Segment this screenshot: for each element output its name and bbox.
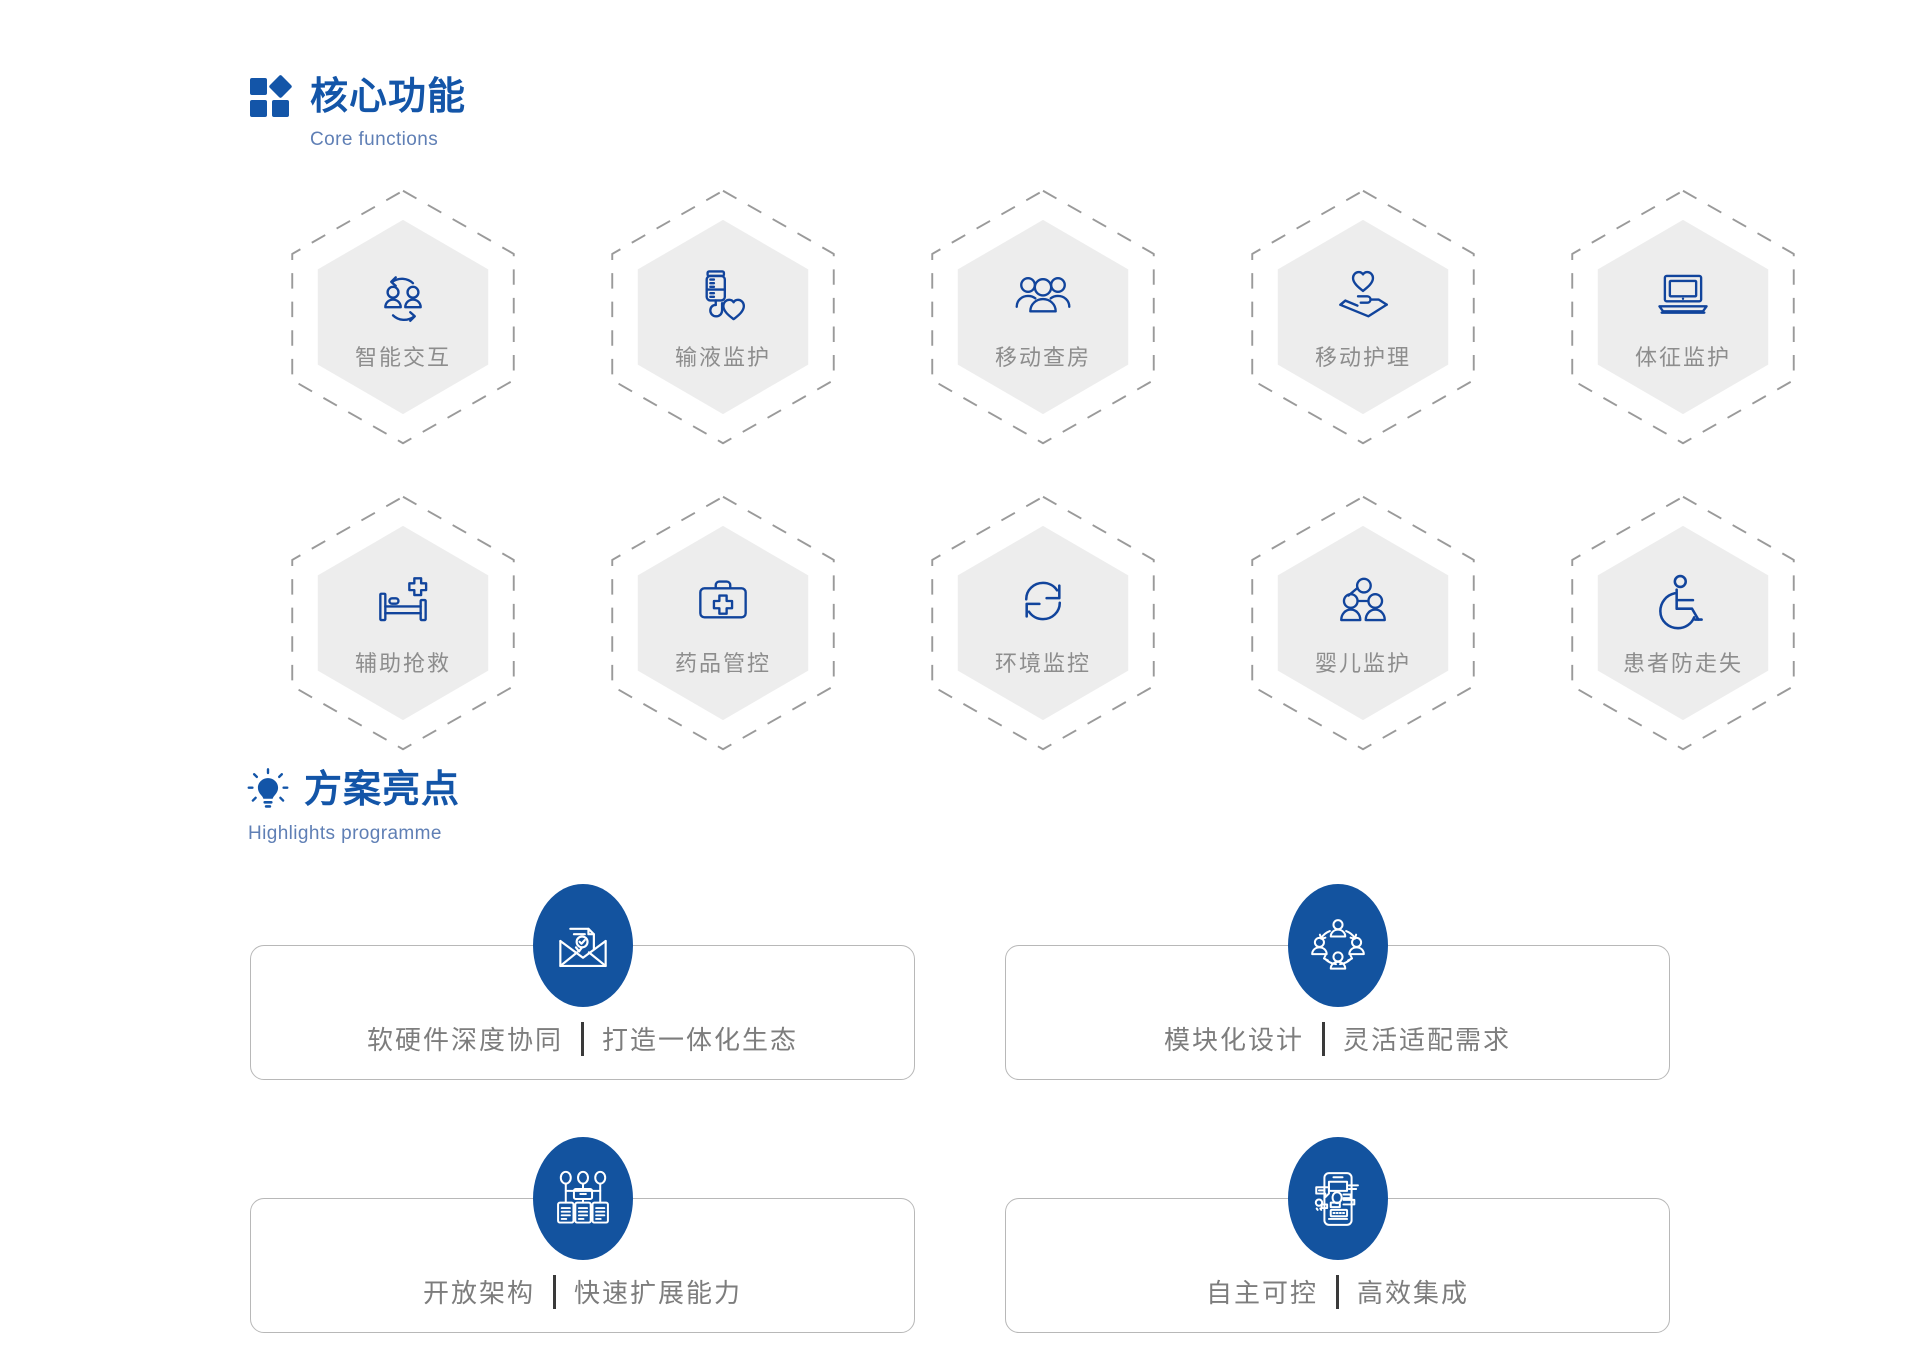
hospital-bed-cross-icon	[372, 572, 434, 630]
feature-hex-drug-control[interactable]: 药品管控	[563, 484, 883, 762]
feature-hex-infant-monitoring[interactable]: 婴儿监护	[1203, 484, 1523, 762]
core-functions-title: 核心功能	[310, 76, 467, 118]
iv-drip-heart-icon	[692, 266, 754, 324]
highlight-badge	[532, 1137, 633, 1260]
core-features-row-1: 智能交互 输液监护 移动查房	[243, 178, 1723, 456]
highlight-text-left: 软硬件深度协同	[366, 1025, 563, 1055]
highlight-card-autonomous-control[interactable]: 自主可控 高效集成	[1005, 1137, 1670, 1333]
highlight-text-right: 打造一体化生态	[602, 1025, 799, 1055]
feature-label: 药品管控	[674, 651, 771, 676]
collaboration-network-icon	[1309, 917, 1367, 975]
core-features-grid: 智能交互 输液监护 移动查房	[243, 178, 1723, 762]
heading-title-row: 方案亮点	[246, 768, 460, 812]
feature-label: 婴儿监护	[1314, 651, 1411, 676]
feature-label: 体征监护	[1634, 345, 1731, 370]
highlight-card-hardware-software-synergy[interactable]: 软硬件深度协同 打造一体化生态	[250, 884, 915, 1080]
feature-hex-intelligent-interaction[interactable]: 智能交互	[243, 178, 563, 456]
feature-hex-patient-wander-prevention[interactable]: 患者防走失	[1523, 484, 1843, 762]
text-divider	[553, 1274, 556, 1309]
lightbulb-icon	[246, 768, 290, 812]
highlight-text-right: 快速扩展能力	[574, 1278, 743, 1308]
highlights-subtitle: Highlights programme	[248, 823, 442, 844]
mobile-integration-icon	[1309, 1170, 1367, 1228]
wheelchair-icon	[1652, 572, 1714, 630]
heading-title-row: 核心功能	[250, 74, 467, 118]
highlight-row-2: 开放架构 快速扩展能力 自主可控 高效集成	[250, 1137, 1670, 1333]
feature-label: 移动护理	[1314, 345, 1411, 370]
highlight-row-1: 软硬件深度协同 打造一体化生态 模块化设计 灵活适配需求	[250, 884, 1670, 1080]
feature-hex-assisted-rescue[interactable]: 辅助抢救	[243, 484, 563, 762]
feature-hex-infusion-monitoring[interactable]: 输液监护	[563, 178, 883, 456]
medical-kit-icon	[692, 572, 754, 630]
highlight-text-left: 自主可控	[1205, 1278, 1318, 1308]
group-people-icon	[1012, 266, 1074, 324]
feature-label: 输液监护	[674, 345, 771, 370]
refresh-cycle-icon	[1012, 572, 1074, 630]
envelope-document-check-icon	[554, 917, 612, 975]
highlight-badge	[532, 884, 633, 1007]
highlight-text-right: 高效集成	[1357, 1278, 1470, 1308]
text-divider	[1322, 1021, 1325, 1056]
highlight-text-left: 开放架构	[422, 1278, 535, 1308]
server-architecture-icon	[554, 1170, 612, 1228]
family-baby-icon	[1332, 572, 1394, 630]
highlight-text: 模块化设计 灵活适配需求	[1146, 1020, 1529, 1057]
text-divider	[581, 1021, 584, 1056]
people-exchange-icon	[372, 266, 434, 324]
highlight-text-left: 模块化设计	[1163, 1025, 1304, 1055]
highlight-cards-grid: 软硬件深度协同 打造一体化生态 模块化设计 灵活适配需求	[250, 884, 1670, 1333]
highlight-text-right: 灵活适配需求	[1343, 1025, 1512, 1055]
highlight-text: 自主可控 高效集成	[1188, 1273, 1487, 1310]
feature-label: 环境监控	[994, 651, 1091, 676]
feature-label: 移动查房	[994, 345, 1091, 370]
highlights-title: 方案亮点	[304, 769, 461, 811]
laptop-icon	[1652, 266, 1714, 324]
core-features-row-2: 辅助抢救 药品管控 环境监控	[243, 484, 1723, 762]
feature-hex-mobile-nursing[interactable]: 移动护理	[1203, 178, 1523, 456]
feature-label: 智能交互	[354, 345, 451, 370]
highlights-heading: 方案亮点 Highlights programme	[246, 768, 460, 845]
hand-heart-icon	[1332, 266, 1394, 324]
highlight-card-open-architecture[interactable]: 开放架构 快速扩展能力	[250, 1137, 915, 1333]
feature-hex-mobile-rounds[interactable]: 移动查房	[883, 178, 1203, 456]
highlight-card-modular-design[interactable]: 模块化设计 灵活适配需求	[1005, 884, 1670, 1080]
four-squares-icon	[250, 74, 296, 118]
feature-label: 辅助抢救	[354, 651, 451, 676]
core-functions-subtitle: Core functions	[310, 129, 439, 150]
feature-label: 患者防走失	[1622, 651, 1743, 676]
highlight-badge	[1287, 1137, 1388, 1260]
highlight-badge	[1287, 884, 1388, 1007]
highlight-text: 软硬件深度协同 打造一体化生态	[349, 1020, 816, 1057]
core-functions-heading: 核心功能 Core functions	[250, 74, 467, 151]
feature-hex-vital-signs-monitoring[interactable]: 体征监护	[1523, 178, 1843, 456]
text-divider	[1336, 1274, 1339, 1309]
feature-hex-environment-monitoring[interactable]: 环境监控	[883, 484, 1203, 762]
highlight-text: 开放架构 快速扩展能力	[405, 1273, 760, 1310]
